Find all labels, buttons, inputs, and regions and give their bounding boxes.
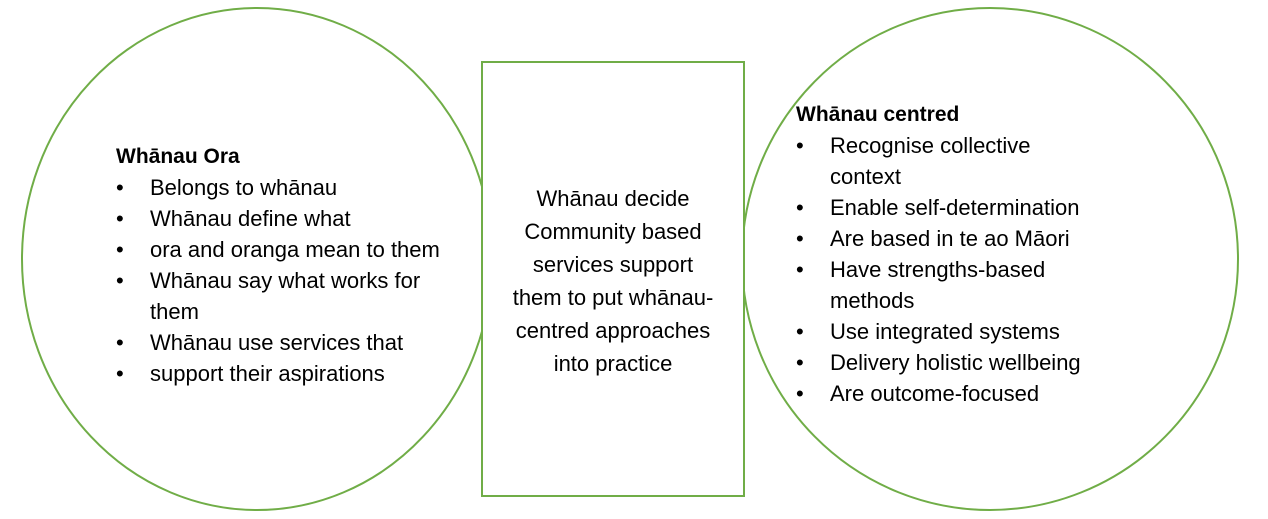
right-panel-title: Whānau centred — [796, 103, 960, 126]
right-list-item-continuation: context — [830, 164, 901, 189]
right-bullet-list: Recognise collective context Enable self… — [796, 130, 1136, 409]
center-line: into practice — [553, 351, 673, 376]
left-panel-title: Whānau Ora — [116, 145, 240, 168]
right-list-item-continuation: methods — [830, 288, 915, 313]
center-line: Community based — [524, 219, 702, 244]
center-line: them to put whānau- — [512, 285, 714, 310]
center-text: Whānau decide Community based services s… — [486, 182, 740, 380]
left-list-item: ora and oranga mean to them — [116, 234, 476, 265]
right-list-item: Recognise collective — [796, 130, 1136, 161]
left-list-item: Belongs to whānau — [116, 172, 476, 203]
left-list-item: Whānau define what — [116, 203, 476, 234]
right-list-item: Enable self-determination — [796, 192, 1136, 223]
left-list-item: support their aspirations — [116, 358, 476, 389]
left-list-item-continuation: them — [150, 299, 199, 324]
right-list-item: Have strengths-based — [796, 254, 1136, 285]
right-list-item: Delivery holistic wellbeing — [796, 347, 1136, 378]
left-list-item: Whānau use services that — [116, 327, 476, 358]
right-list-item: Are based in te ao Māori — [796, 223, 1136, 254]
center-box — [481, 61, 745, 497]
left-panel: Whānau Ora Belongs to whānau Whānau defi… — [116, 141, 476, 389]
center-line: services support — [532, 252, 694, 277]
right-list-item: Are outcome-focused — [796, 378, 1136, 409]
center-line: centred approaches — [515, 318, 711, 343]
right-panel: Whānau centred Recognise collective cont… — [796, 99, 1136, 409]
left-list-item: Whānau say what works for — [116, 265, 476, 296]
right-list-item: Use integrated systems — [796, 316, 1136, 347]
center-line: Whānau decide — [536, 186, 690, 211]
left-bullet-list: Belongs to whānau Whānau define what ora… — [116, 172, 476, 389]
